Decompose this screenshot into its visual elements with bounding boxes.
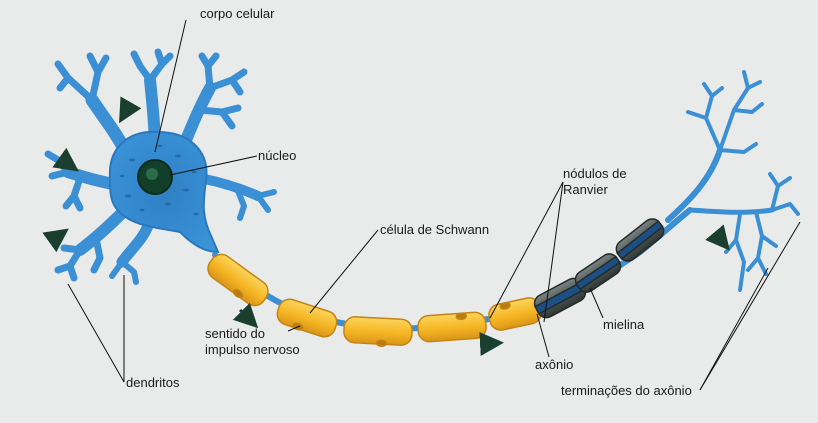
label-nodulos-line2: Ranvier — [563, 182, 608, 197]
label-axonio: axônio — [535, 357, 574, 372]
label-corpo-celular: corpo celular — [200, 6, 275, 21]
label-terminacoes: terminações do axônio — [561, 383, 692, 398]
impulse-arrows — [42, 96, 730, 356]
label-celula-schwann: célula de Schwann — [380, 222, 490, 237]
label-nodulos-line1: nódulos de — [563, 166, 627, 181]
axon-terminals — [665, 70, 800, 292]
leader-lines — [67, 19, 801, 391]
cell-body — [108, 130, 220, 254]
label-sentido-line2: impulso nervoso — [205, 342, 300, 357]
label-mielina: mielina — [603, 317, 645, 332]
label-dendritos: dendritos — [126, 375, 180, 390]
label-nucleo: núcleo — [258, 148, 297, 163]
label-sentido-line1: sentido do — [205, 326, 265, 341]
myelin-sheath — [533, 218, 665, 319]
schwann-cells — [207, 253, 542, 347]
